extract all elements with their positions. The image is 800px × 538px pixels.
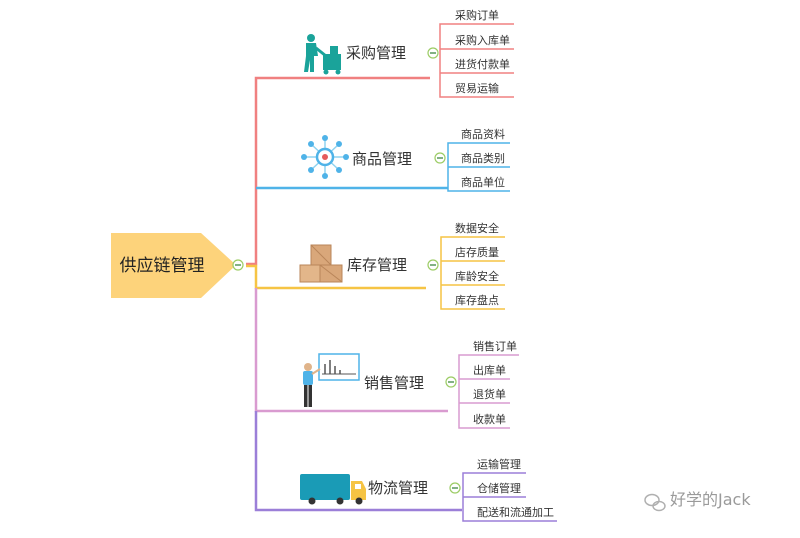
watermark: 好学的Jack (644, 490, 751, 512)
branch-sales[interactable]: 销售管理 销售订单 出库单 退货单 收款单 (288, 339, 519, 429)
branch-label: 库存管理 (347, 256, 407, 274)
branch-procurement[interactable]: 采购管理 采购订单 采购入库单 进货付款单 贸易运输 (288, 8, 514, 98)
children-bracket (458, 354, 466, 429)
leaf-node[interactable]: 退货单 (473, 387, 506, 401)
leaf-node[interactable]: 商品资料 (461, 127, 505, 141)
root-label: 供应链管理 (120, 256, 205, 276)
child-list (447, 23, 514, 98)
leaf-node[interactable]: 配送和流通加工 (477, 505, 554, 519)
leaf-node[interactable]: 店存质量 (455, 245, 499, 259)
leaf-node[interactable]: 出库单 (473, 363, 506, 377)
leaf-node[interactable]: 运输管理 (477, 457, 521, 471)
root-shape (111, 233, 236, 298)
children-bracket (439, 23, 447, 98)
network-hub-icon (301, 135, 349, 179)
child-list (470, 472, 557, 522)
branch-label: 采购管理 (346, 44, 406, 62)
leaf-node[interactable]: 采购订单 (455, 8, 499, 22)
leaf-node[interactable]: 商品类别 (461, 151, 505, 165)
child-list (448, 236, 505, 310)
branch-inventory[interactable]: 库存管理 数据安全 店存质量 库龄安全 库存盘点 (288, 221, 505, 310)
leaf-node[interactable]: 收款单 (473, 412, 506, 426)
leaf-node[interactable]: 采购入库单 (455, 33, 510, 47)
child-list (466, 354, 519, 429)
children-bracket (447, 142, 455, 192)
leaf-node[interactable]: 数据安全 (455, 221, 499, 235)
leaf-node[interactable]: 库存盘点 (455, 293, 499, 307)
leaf-node[interactable]: 进货付款单 (455, 57, 510, 71)
wechat-icon (644, 493, 666, 512)
truck-icon (300, 474, 366, 505)
connector-sales (254, 288, 288, 413)
branch-label: 商品管理 (352, 150, 412, 168)
branch-logistics[interactable]: 物流管理 运输管理 仓储管理 配送和流通加工 (288, 457, 557, 522)
branch-label: 物流管理 (368, 479, 428, 497)
connector-inventory (246, 264, 288, 290)
leaf-node[interactable]: 仓储管理 (477, 481, 521, 495)
children-bracket (440, 236, 448, 310)
boxes-icon (299, 244, 343, 283)
branch-product[interactable]: 商品管理 商品资料 商品类别 商品单位 (288, 127, 510, 192)
branch-label: 销售管理 (364, 374, 424, 392)
watermark-text: 好学的Jack (670, 490, 751, 509)
root-connectors (246, 76, 288, 512)
worker-with-cart-icon (304, 34, 341, 75)
leaf-node[interactable]: 商品单位 (461, 175, 505, 189)
leaf-node[interactable]: 销售订单 (473, 339, 517, 353)
leaf-node[interactable]: 库龄安全 (455, 269, 499, 283)
connector-procurement (246, 76, 288, 266)
presenter-chart-icon (303, 353, 360, 407)
connector-logistics (254, 411, 288, 512)
root-node[interactable]: 供应链管理 (111, 233, 244, 298)
leaf-node[interactable]: 贸易运输 (455, 81, 499, 95)
children-bracket (462, 472, 470, 522)
child-list (455, 142, 510, 192)
